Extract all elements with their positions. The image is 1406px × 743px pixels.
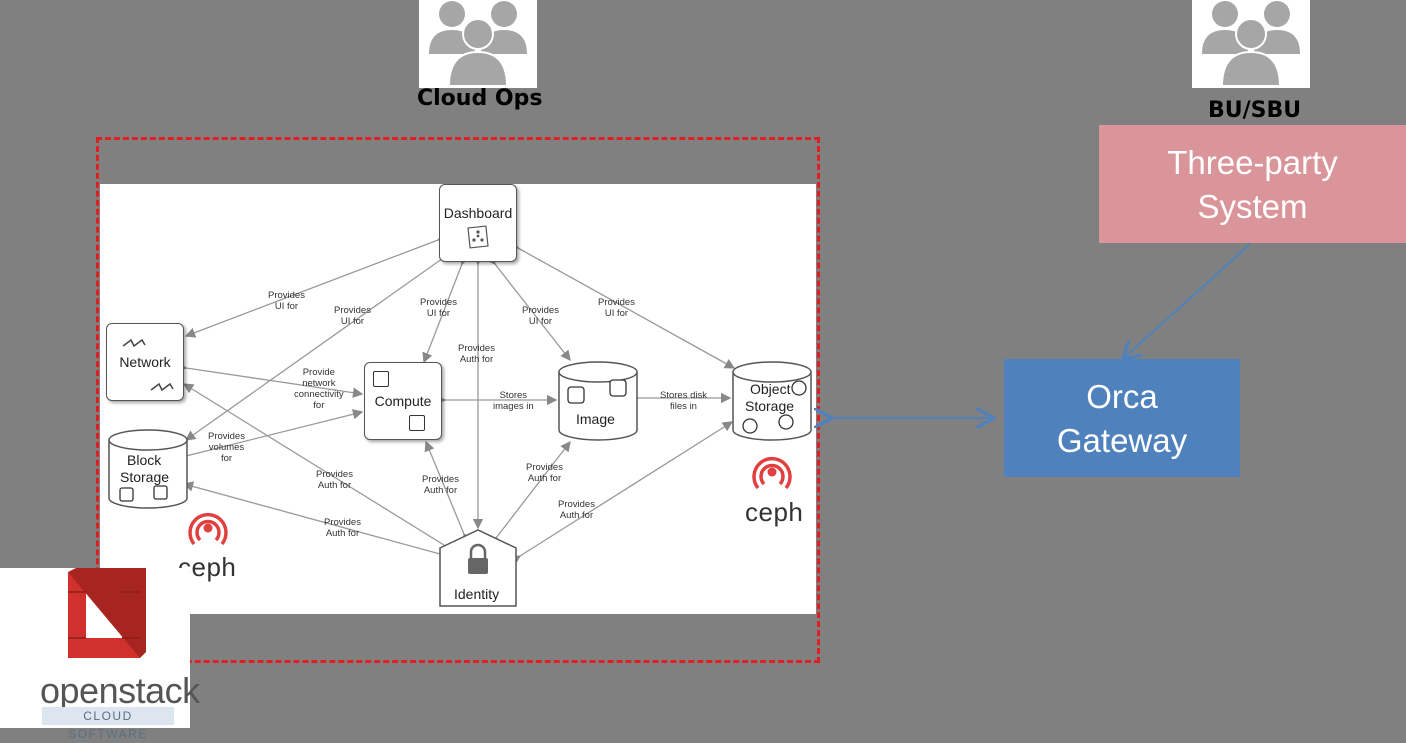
compute-icon-bottom: [409, 415, 425, 431]
compute-node: Compute: [364, 362, 442, 440]
edge-dash-object: [507, 239, 736, 369]
edge-label-dash-image: Provides UI for: [522, 305, 559, 327]
dashboard-node: Dashboard: [439, 184, 517, 262]
openstack-architecture-diagram: Dashboard Network Compute Image Object S: [100, 184, 816, 614]
edge-label-dash-compute: Provides UI for: [420, 297, 457, 319]
edge-label-dash-network: Provides UI for: [268, 290, 305, 312]
edge-label-identity-compute: Provides Auth for: [422, 474, 459, 496]
openstack-boundary: [96, 137, 820, 663]
ceph-logo-icon: [188, 513, 228, 546]
image-label: Image: [576, 411, 615, 427]
edge-label-dash-block: Provides UI for: [334, 305, 371, 327]
connector-third-party-orca: [1124, 243, 1251, 358]
ceph-logo-icon: [752, 457, 792, 490]
edge-dash-compute: [422, 253, 471, 364]
cloud-ops-icon-box: [419, 0, 537, 88]
edge-label-image-object: Stores disk files in: [660, 390, 707, 412]
three-party-line2: System: [1197, 188, 1308, 225]
object-storage-node: [732, 361, 812, 441]
network-node: Network: [106, 323, 184, 401]
openstack-logo: openstack CLOUD SOFTWARE: [0, 568, 200, 741]
edge-label-identity-block: Provides Auth for: [324, 517, 361, 539]
edge-label-identity-image: Provides Auth for: [526, 462, 563, 484]
object-storage-label-2: Storage: [745, 398, 795, 414]
identity-label: Identity: [454, 586, 500, 602]
compute-icon-top: [373, 371, 389, 387]
bu-sbu-icon-box: [1192, 0, 1310, 88]
user-group-icon: [1202, 1, 1300, 87]
edge-label-network-compute: Provide network connectivity for: [294, 367, 344, 411]
orca-line2: Gateway: [1056, 422, 1188, 459]
edge-label-dash-identity: Provides Auth for: [458, 343, 495, 365]
network-label: Network: [119, 354, 171, 370]
edge-label-identity-network: Provides Auth for: [316, 469, 353, 491]
bu-sbu-label: BU/SBU: [1208, 98, 1302, 123]
edge-label-block-compute: Provides volumes for: [208, 431, 245, 464]
dashboard-label: Dashboard: [443, 205, 513, 221]
network-icon: [122, 338, 174, 392]
lock-icon: [468, 543, 488, 574]
edge-label-dash-object: Provides UI for: [598, 297, 635, 319]
edge-identity-object: [509, 421, 734, 566]
three-party-line1: Three-party: [1167, 144, 1338, 181]
compute-label: Compute: [374, 393, 432, 409]
ceph-label-right: ceph: [745, 497, 804, 527]
edge-label-identity-object: Provides Auth for: [558, 499, 595, 521]
openstack-wordmark: openstack: [40, 670, 200, 711]
three-party-system-box: Three-party System: [1099, 125, 1406, 243]
orca-line1: Orca: [1086, 378, 1158, 415]
object-storage-label-1: Object: [750, 381, 791, 397]
block-storage-label-1: Block: [127, 452, 162, 468]
edge-identity-block: [182, 481, 451, 562]
dashboard-icon: [467, 225, 489, 249]
block-storage-node: [108, 429, 188, 509]
block-storage-label-2: Storage: [120, 469, 170, 485]
image-node: [558, 361, 638, 441]
cloud-ops-label: Cloud Ops: [417, 86, 543, 111]
gateway-connectors: [0, 243, 1251, 728]
user-group-icon: [429, 1, 527, 87]
orca-gateway-box: Orca Gateway: [1004, 359, 1240, 477]
identity-node: [439, 529, 517, 607]
edge-identity-compute: [424, 440, 473, 545]
openstack-logo-icon: [68, 568, 146, 658]
diagram-arrows: [175, 231, 736, 566]
edge-label-compute-image: Stores images in: [493, 390, 534, 412]
openstack-tagline: CLOUD SOFTWARE: [42, 707, 174, 741]
